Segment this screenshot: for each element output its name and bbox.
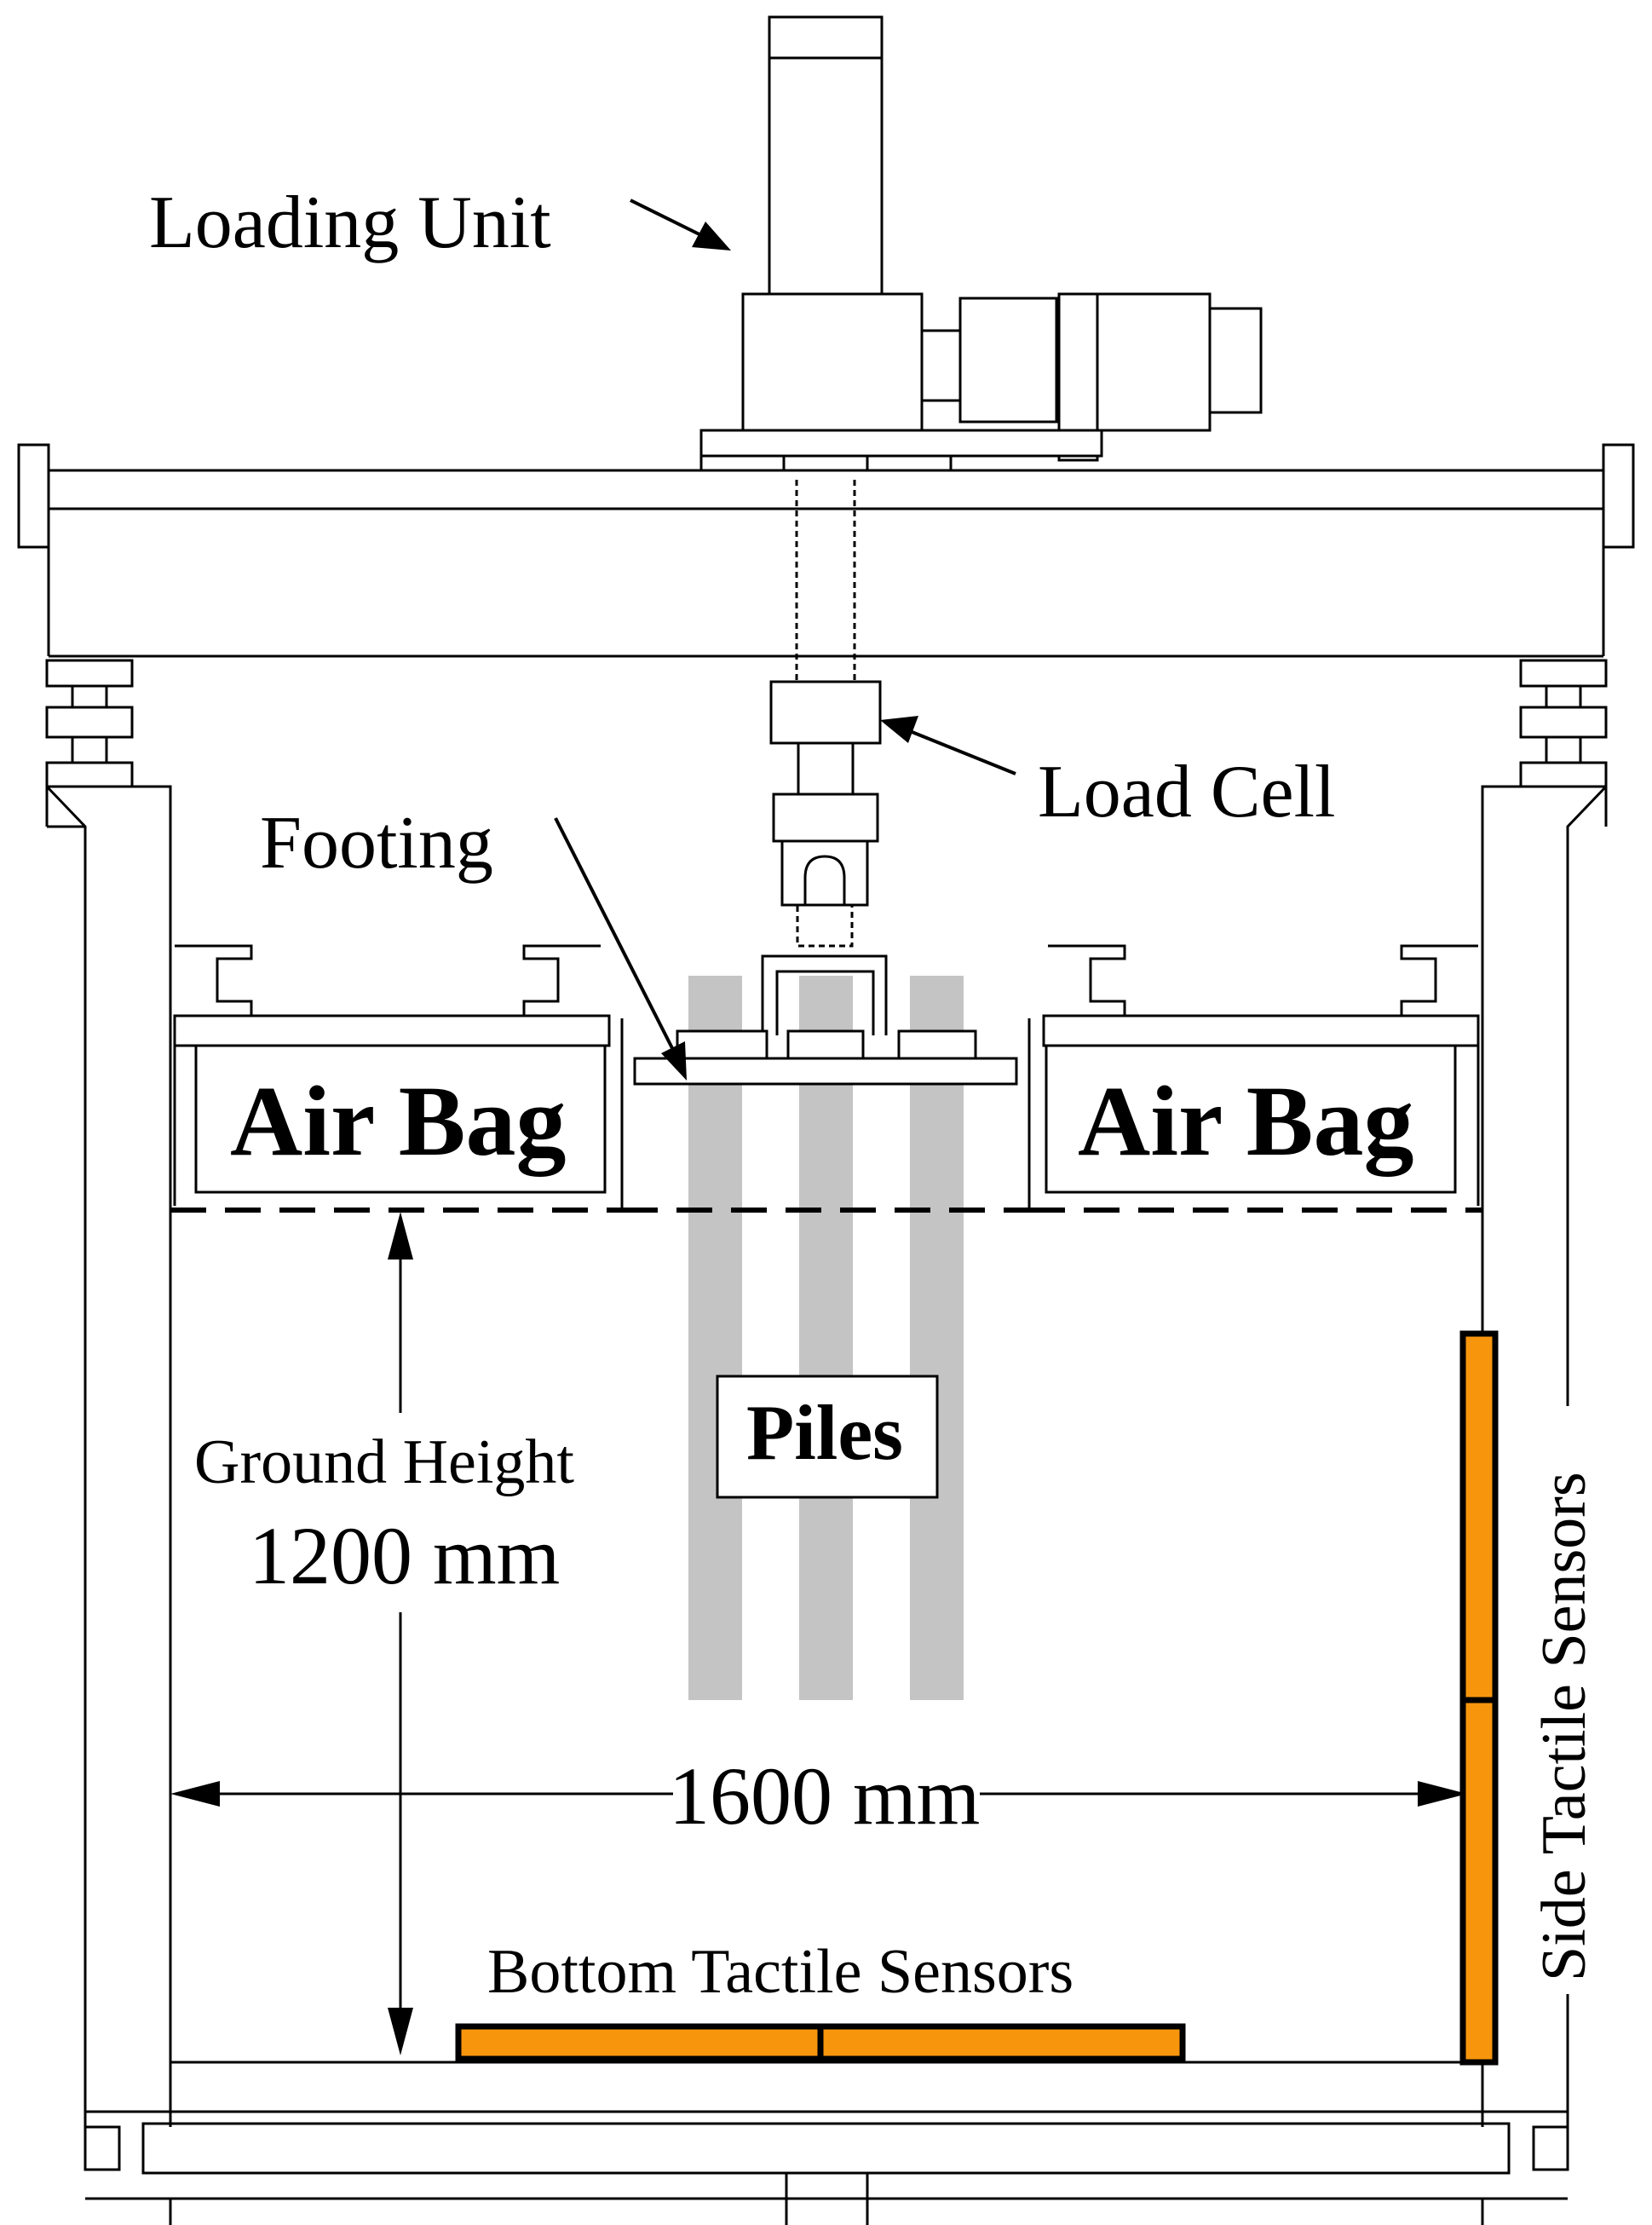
loading-unit <box>699 15 1263 481</box>
side-tactile-sensors <box>1459 1330 1499 2066</box>
air-bag-right <box>1042 944 1480 1206</box>
reaction-beam <box>17 443 1635 658</box>
ground-height-title: Ground Height <box>194 1427 574 1497</box>
width-dimension <box>170 1781 1467 1807</box>
footing <box>620 1018 1031 1210</box>
footing-arrow <box>554 817 687 1081</box>
load-cell <box>761 680 888 1035</box>
piles-label-box <box>716 1375 939 1499</box>
ground-height-dimension <box>388 1212 413 2055</box>
bottom-sensors-label: Bottom Tactile Sensors <box>487 1937 1074 2007</box>
ground-height-value: 1200 mm <box>249 1510 560 1601</box>
piles-label: Piles <box>746 1389 903 1476</box>
loading-unit-label: Loading Unit <box>149 182 551 264</box>
load-cell-label: Load Cell <box>1038 751 1335 833</box>
air-bag-right-label: Air Bag <box>1078 1065 1413 1177</box>
frame-left <box>45 659 172 2127</box>
tank-base <box>83 2061 1569 2225</box>
side-sensors-label: Side Tactile Sensors <box>1529 1472 1599 1981</box>
air-bag-left-label: Air Bag <box>230 1065 566 1177</box>
piles <box>688 976 964 1700</box>
loading-rod <box>795 480 856 682</box>
bottom-tactile-sensors <box>455 2023 1186 2062</box>
load-cell-arrow <box>880 716 1016 775</box>
width-value: 1600 mm <box>669 1750 980 1842</box>
loading-unit-arrow <box>630 199 731 251</box>
air-bag-left <box>173 944 611 1206</box>
footing-label: Footing <box>260 802 493 885</box>
